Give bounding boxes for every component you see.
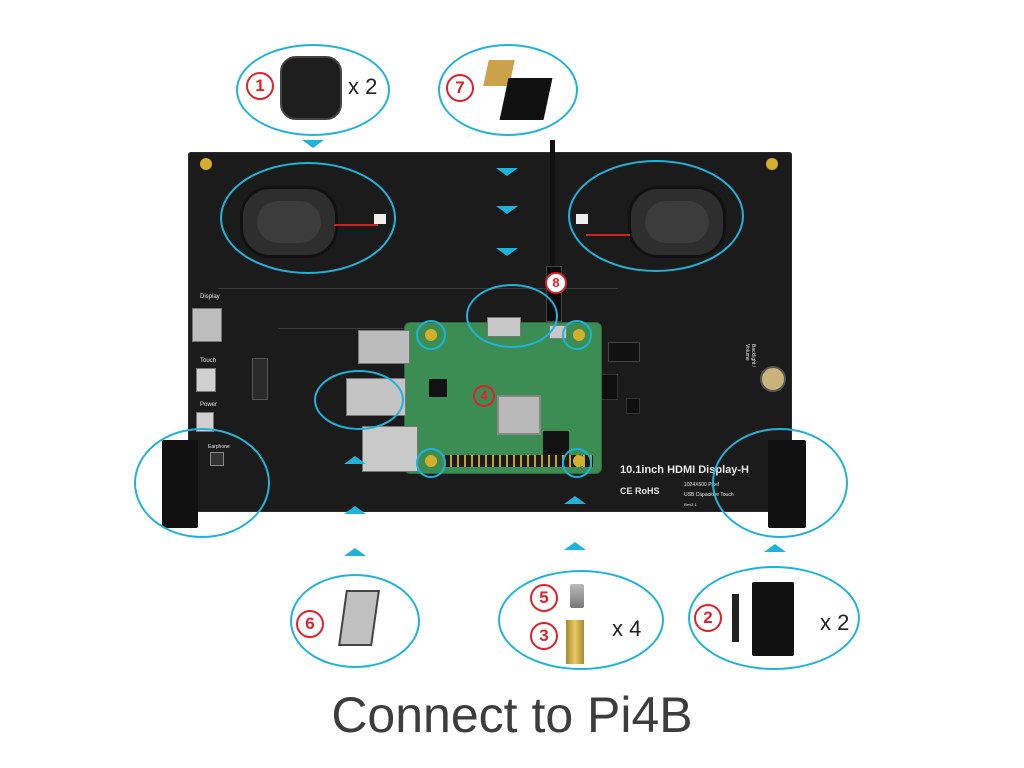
marker-speaker: 1 (246, 72, 274, 100)
marker-hdmi-adapter: 7 (446, 74, 474, 102)
arrow-down (496, 248, 518, 256)
qty-bracket: x 2 (820, 610, 850, 635)
arrow-up (344, 506, 366, 514)
marker-bracket: 2 (694, 604, 722, 632)
standoff-image (566, 620, 584, 664)
panel-touch: USB Capacitive Touch (684, 492, 734, 498)
callout-speaker-left (220, 162, 396, 274)
label-power: Power (200, 402, 218, 408)
arrow-up (764, 544, 786, 552)
callout-part-usb-adapter (290, 574, 420, 668)
callout-part-screws (498, 570, 664, 670)
callout-part-hdmi-adapter (438, 44, 578, 136)
callout-stand-right (712, 428, 848, 538)
callout-part-bracket (688, 566, 860, 670)
screw-image (570, 584, 584, 608)
pi-ram (543, 431, 569, 455)
label-backlight: Backlight / Volume (744, 344, 756, 368)
callout-speaker-right (568, 160, 744, 272)
mount-hole (200, 158, 212, 170)
panel-rev: Rev2.1 (684, 502, 697, 507)
callout-hole (562, 448, 592, 478)
arrow-down (496, 168, 518, 176)
panel-resolution: 1024X600 Pixel (684, 482, 720, 488)
callout-hole (416, 448, 446, 478)
small-switch[interactable] (252, 358, 268, 400)
arrow-up (564, 542, 586, 550)
callout-pi-usb (314, 370, 404, 430)
arrow-up (344, 456, 366, 464)
bracket-screw-image (732, 594, 739, 642)
arrow-up (344, 548, 366, 556)
marker-cable: 8 (545, 272, 567, 294)
pi-ethernet-port (362, 426, 418, 472)
marker-screw: 5 (530, 584, 558, 612)
label-display: Display (200, 294, 220, 300)
callout-stand-left (134, 428, 270, 538)
hdmi-cable (550, 140, 555, 270)
pcb-trace (218, 288, 618, 289)
pi-gpio-header (445, 455, 593, 467)
marker-standoff: 3 (530, 622, 558, 650)
marker-pi-board: 4 (473, 385, 495, 407)
arrow-down (496, 206, 518, 214)
arrow-down (302, 140, 324, 148)
pi-usb-stack (358, 330, 410, 364)
callout-pi-hdmi (466, 284, 558, 348)
pi-soc (497, 395, 541, 435)
chip (626, 398, 640, 414)
callout-hole (562, 320, 592, 350)
mount-hole (766, 158, 778, 170)
qty-screw: x 4 (612, 616, 642, 641)
marker-usb-adapter: 6 (296, 610, 324, 638)
callout-part-speaker (236, 44, 390, 136)
label-touch: Touch (200, 358, 217, 364)
panel-certs: CE RoHS (620, 486, 660, 496)
side-connector (608, 342, 640, 362)
arrow-up (564, 496, 586, 504)
bracket-image (752, 582, 794, 656)
qty-speaker: x 2 (348, 74, 378, 99)
callout-hole (416, 320, 446, 350)
pi-chip (429, 379, 447, 397)
hdmi-adapter-body (499, 78, 553, 120)
backlight-knob[interactable] (760, 366, 786, 392)
pcb-trace (278, 328, 468, 329)
hdmi-port[interactable] (192, 308, 222, 342)
caption: Connect to Pi4B (331, 687, 693, 743)
speaker-part-image (280, 56, 342, 120)
touch-usb-port[interactable] (196, 368, 216, 392)
